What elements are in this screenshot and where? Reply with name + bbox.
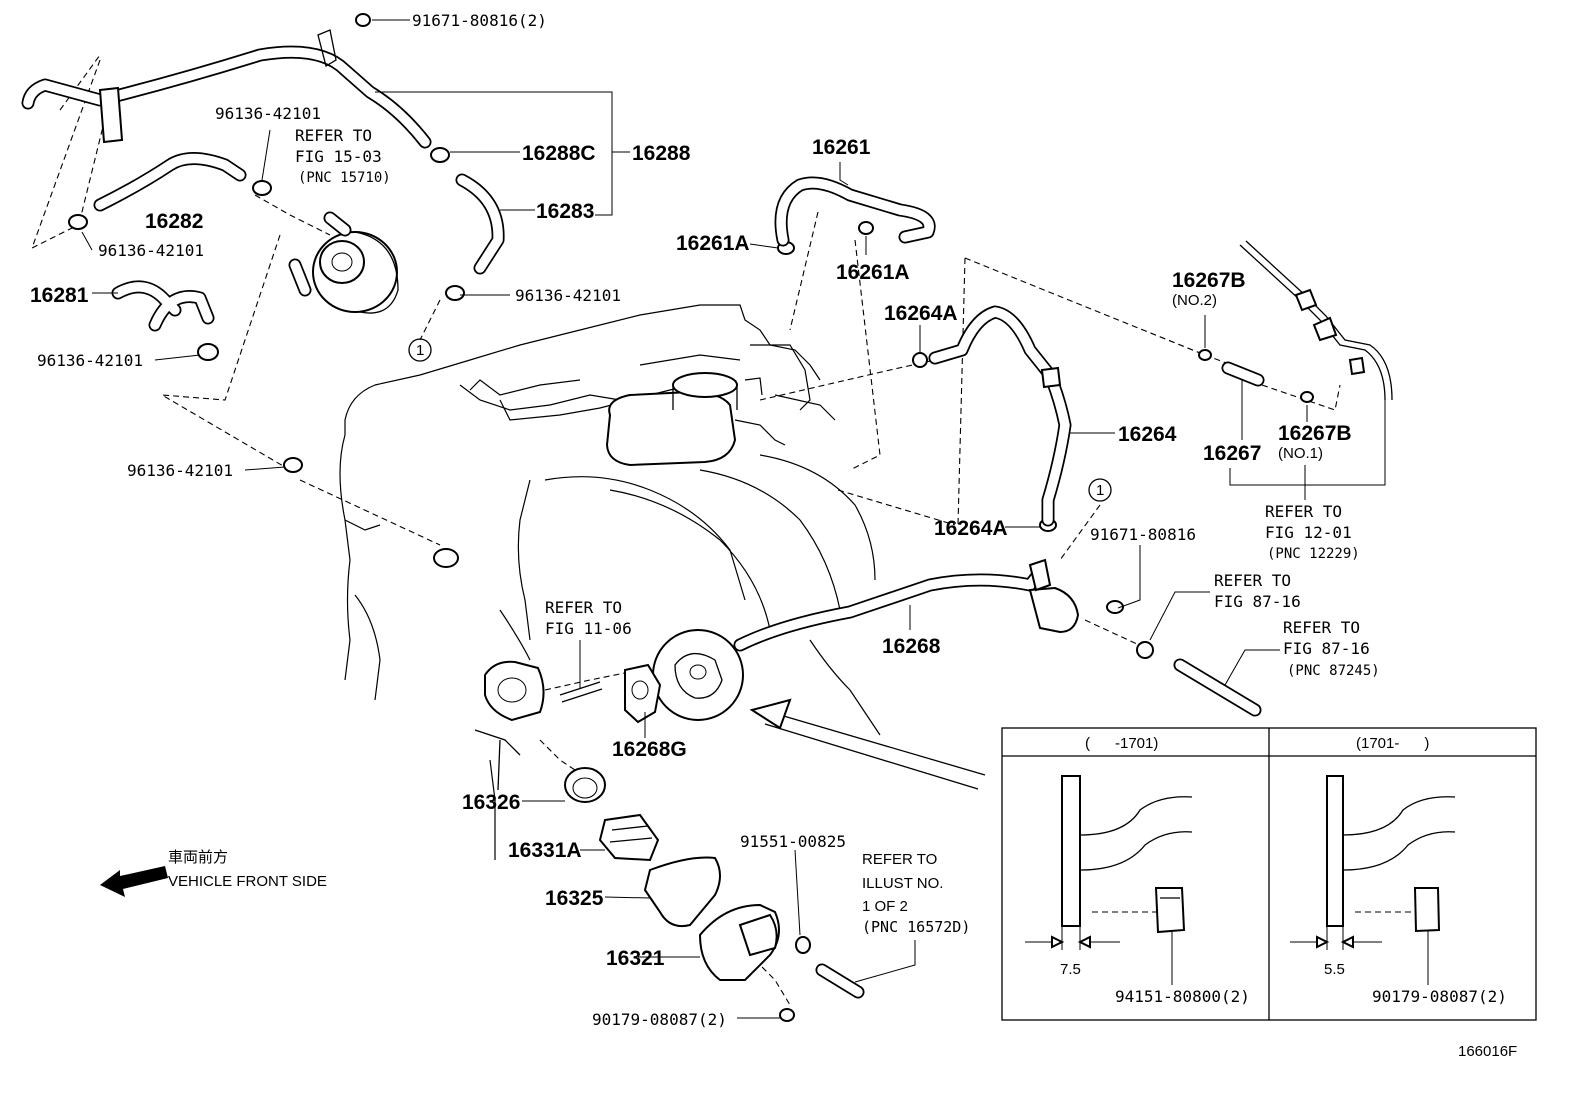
label-refer-15-l2: FIG 15-03 [295, 147, 382, 166]
label-16326: 16326 [462, 791, 520, 814]
label-refer-11-l1: REFER TO [545, 598, 622, 617]
label-inset-left-head: ( -1701) [1085, 735, 1158, 752]
label-inset-right-head: (1701- ) [1356, 735, 1429, 752]
label-91671-top: 91671-80816(2) [412, 11, 547, 30]
label-16267b-no1: 16267B [1278, 422, 1352, 445]
gasket-16325 [643, 856, 721, 928]
label-16268: 16268 [882, 635, 941, 658]
label-96136-d: 96136-42101 [37, 351, 143, 370]
label-16283: 16283 [536, 200, 594, 223]
label-96136-e: 96136-42101 [127, 461, 233, 480]
label-91551: 91551-00825 [740, 832, 846, 851]
pipe-16268 [733, 558, 1080, 652]
hose-16264 [928, 305, 1072, 527]
hose-fig87 [1173, 658, 1262, 717]
label-refer-ill-l4: (PNC 16572D) [862, 918, 970, 936]
label-16261a-left: 16261A [676, 232, 750, 255]
label-no2: (NO.2) [1172, 292, 1217, 309]
label-refer-11-l2: FIG 11-06 [545, 619, 632, 638]
hose-16261 [774, 176, 936, 247]
dashed-leaders [31, 54, 1420, 1006]
thermostat [598, 813, 660, 862]
label-circle-1-a: 1 [416, 342, 424, 359]
label-96136-b: 96136-42101 [98, 241, 204, 260]
label-no1: (NO.1) [1278, 445, 1323, 462]
circle-markers [408, 338, 1112, 502]
label-16321: 16321 [606, 947, 665, 970]
hose-16281 [111, 280, 215, 332]
label-91671-mid: 91671-80816 [1090, 525, 1196, 544]
label-90179-right: 90179-08087(2) [1372, 987, 1507, 1006]
label-refer-87b-l2: FIG 87-16 [1283, 639, 1370, 658]
label-refer-ill-l2: ILLUST NO. [862, 875, 943, 892]
label-16264a-top: 16264A [884, 302, 958, 325]
label-refer-12-l1: REFER TO [1265, 502, 1342, 521]
label-96136-c: 96136-42101 [515, 286, 621, 305]
label-16282: 16282 [145, 210, 203, 233]
housing-16321 [698, 903, 865, 1022]
label-refer-87a-l1: REFER TO [1214, 571, 1291, 590]
label-front-en: VEHICLE FRONT SIDE [168, 873, 327, 890]
labels: 91671-80816(2) 96136-42101 REFER TO FIG … [30, 11, 1517, 1060]
label-16288c: 16288C [522, 142, 596, 165]
label-16264: 16264 [1118, 423, 1177, 446]
pipe-fig12 [1239, 240, 1393, 401]
label-refer-87b-l1: REFER TO [1283, 618, 1360, 637]
flange-gasket [474, 660, 662, 791]
label-refer-87a-l2: FIG 87-16 [1214, 592, 1301, 611]
hose-16283 [455, 173, 505, 275]
inset-box [1001, 727, 1537, 1021]
vehicle-front-arrow-icon [100, 866, 168, 897]
label-16267b-no2: 16267B [1172, 269, 1246, 292]
arrow-big [749, 698, 986, 790]
label-16331a: 16331A [508, 839, 582, 862]
label-96136-a: 96136-42101 [215, 104, 321, 123]
label-16268g: 16268G [612, 738, 687, 761]
label-16261a-right: 16261A [836, 261, 910, 284]
label-refer-87b-l3: (PNC 87245) [1287, 663, 1380, 679]
engine-outline [339, 304, 881, 860]
label-dim-right: 5.5 [1324, 961, 1345, 978]
label-refer-ill-l3: 1 OF 2 [862, 898, 908, 915]
hose-16267 [1221, 361, 1265, 387]
label-circle-1-b: 1 [1096, 482, 1104, 499]
label-refer-ill-l1: REFER TO [862, 851, 937, 868]
label-94151: 94151-80800(2) [1115, 987, 1250, 1006]
detail-circle [652, 629, 744, 721]
label-16261: 16261 [812, 136, 871, 159]
label-16267: 16267 [1203, 442, 1261, 465]
solid-leaders [81, 19, 1386, 1019]
label-front-jp: 車両前方 [168, 849, 228, 866]
label-refer-12-l3: (PNC 12229) [1267, 546, 1360, 562]
label-90179-left: 90179-08087(2) [592, 1010, 727, 1029]
label-refer-12-l2: FIG 12-01 [1265, 523, 1352, 542]
label-refer-15-l3: (PNC 15710) [298, 170, 391, 186]
label-refer-15-l1: REFER TO [295, 126, 372, 145]
oil-cooler [288, 211, 399, 314]
label-dim-left: 7.5 [1060, 961, 1081, 978]
hose-16282 [93, 152, 247, 212]
figure-id: 166016F [1458, 1043, 1517, 1060]
hose-16288 [21, 29, 432, 149]
label-16288: 16288 [632, 142, 691, 165]
label-16264a-bottom: 16264A [934, 517, 1008, 540]
ring-16326 [564, 767, 606, 803]
label-16281: 16281 [30, 284, 89, 307]
label-16325: 16325 [545, 887, 604, 910]
